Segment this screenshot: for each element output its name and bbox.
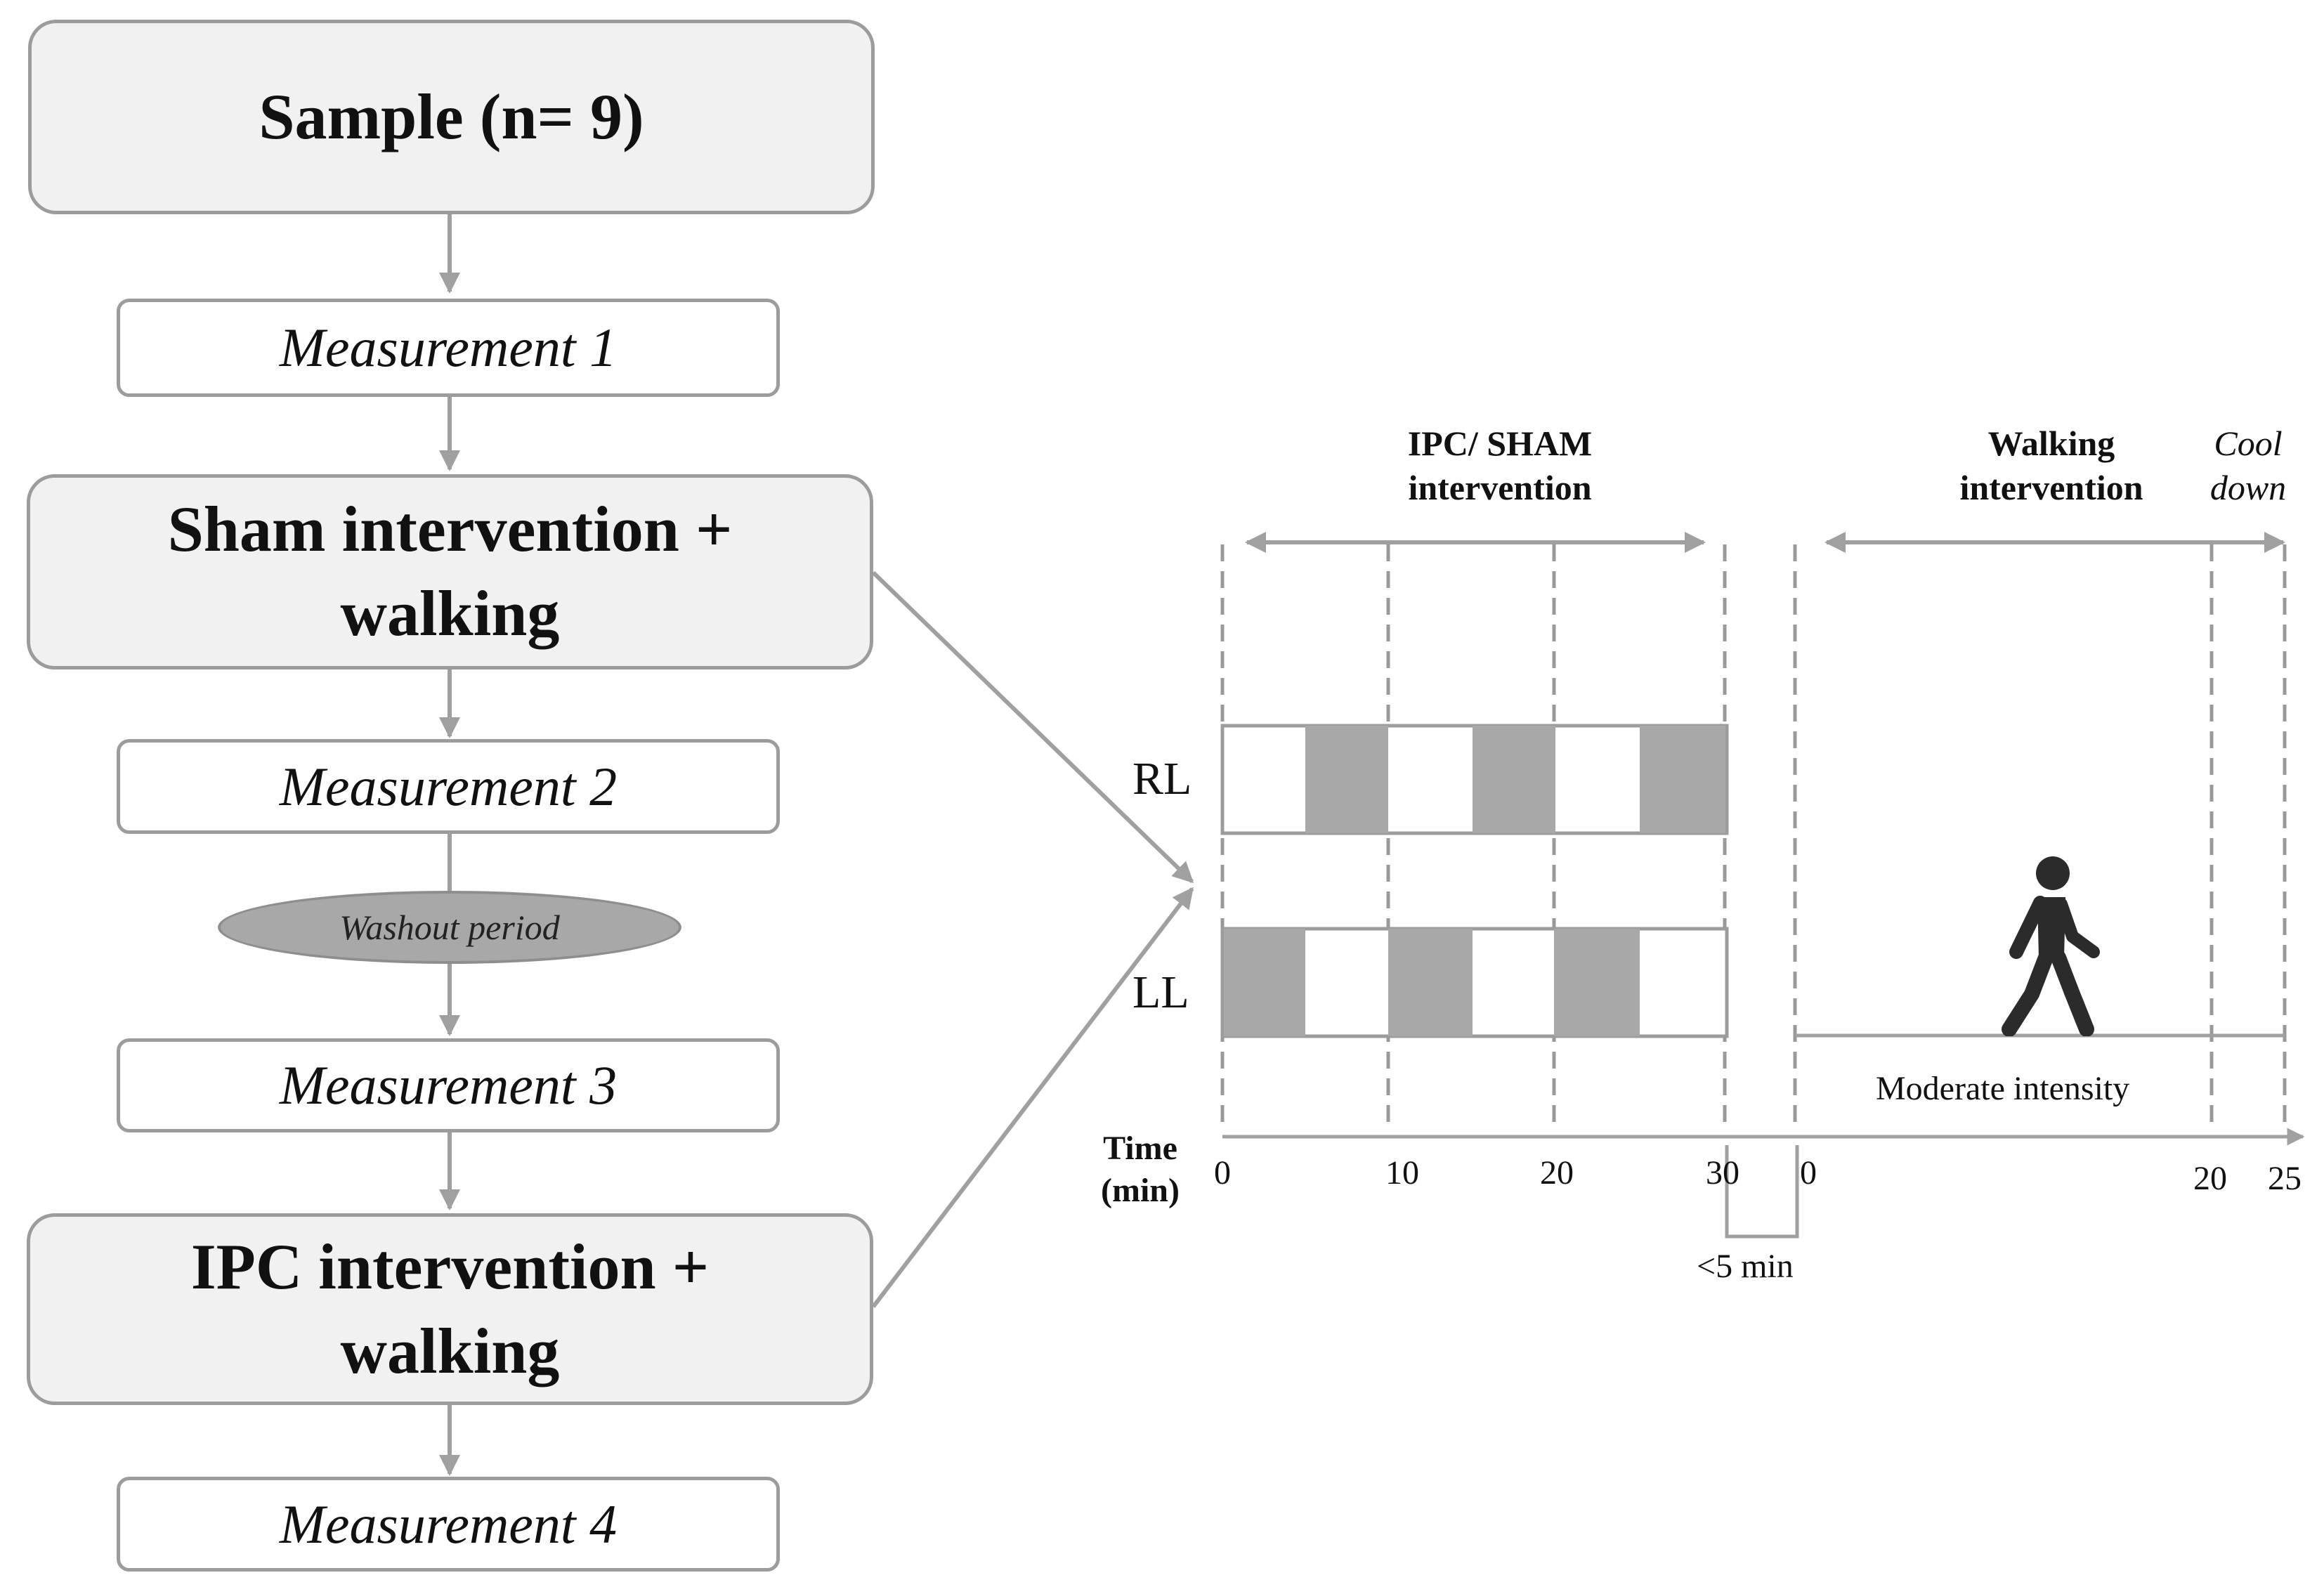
ipc-line-2: walking — [340, 1314, 560, 1387]
sham-line-2: walking — [340, 577, 560, 649]
intensity-label: Moderate intensity — [1876, 1070, 2130, 1107]
measurement-4-label: Measurement 4 — [279, 1493, 618, 1555]
ipc-intervention-box: IPC intervention + walking — [27, 1213, 873, 1405]
rl-label: RL — [1132, 753, 1192, 804]
measurement-1-box: Measurement 1 — [117, 299, 780, 397]
rl-block-3 — [1640, 726, 1725, 833]
ll-block-2 — [1388, 929, 1473, 1036]
walking-header: Walking intervention — [1911, 422, 2192, 509]
sample-box: Sample (n= 9) — [28, 20, 875, 214]
ipc-sham-header: IPC/ SHAM intervention — [1359, 422, 1640, 509]
sham-line-1: Sham intervention + — [167, 493, 733, 566]
ipc-line-1: IPC intervention + — [190, 1230, 710, 1302]
ipc-sham-header-line-2: intervention — [1408, 467, 1592, 507]
ll-bar-frame — [1220, 927, 1729, 1038]
ipc-sham-header-line-1: IPC/ SHAM — [1407, 424, 1593, 463]
ll-block-3 — [1554, 929, 1640, 1036]
ll-block-1 — [1224, 929, 1305, 1036]
measurement-4-box: Measurement 4 — [117, 1477, 780, 1572]
time-axis-label-line-1: Time — [1103, 1130, 1177, 1167]
rl-block-2 — [1473, 726, 1555, 833]
axes — [1222, 1033, 2305, 1239]
ll-label: LL — [1132, 967, 1189, 1018]
diag-arrow-sham — [871, 570, 1194, 884]
cuff-bars — [1220, 724, 1729, 1038]
tick-label-walk-20: 20 — [2193, 1160, 2227, 1197]
cool-down-line-1: Cool — [2214, 424, 2283, 463]
measurement-2-label: Measurement 2 — [279, 755, 618, 817]
tick-label-0: 0 — [1214, 1154, 1231, 1191]
flow-connectors — [439, 214, 1194, 1476]
sham-intervention-box: Sham intervention + walking — [27, 474, 873, 670]
time-axis-label: Time (min) — [1088, 1128, 1193, 1212]
washout-ellipse: Washout period — [218, 891, 681, 964]
tick-label-walk-25: 25 — [2268, 1160, 2302, 1197]
gap-label: <5 min — [1697, 1248, 1794, 1285]
rl-block-1 — [1305, 726, 1388, 833]
measurement-1-label: Measurement 1 — [279, 317, 618, 378]
tick-label-20: 20 — [1540, 1154, 1574, 1191]
gap-bracket — [1725, 1145, 1799, 1239]
sample-label: Sample (n= 9) — [259, 80, 644, 152]
cool-down-header: Cool down — [2192, 422, 2304, 509]
measurement-3-box: Measurement 3 — [117, 1038, 780, 1132]
walking-header-line-2: intervention — [1959, 467, 2143, 507]
cool-down-line-2: down — [2209, 467, 2287, 507]
washout-label: Washout period — [339, 908, 560, 947]
walking-person-icon — [2002, 856, 2100, 1036]
walking-header-line-1: Walking — [1987, 424, 2115, 463]
tick-label-30: 30 — [1706, 1154, 1739, 1191]
time-axis-label-line-2: (min) — [1101, 1172, 1180, 1209]
diag-arrow-ipc — [871, 887, 1194, 1308]
measurement-3-label: Measurement 3 — [279, 1054, 618, 1116]
tick-label-walk-0: 0 — [1800, 1154, 1817, 1191]
tick-label-10: 10 — [1385, 1154, 1419, 1191]
measurement-2-box: Measurement 2 — [117, 739, 780, 834]
